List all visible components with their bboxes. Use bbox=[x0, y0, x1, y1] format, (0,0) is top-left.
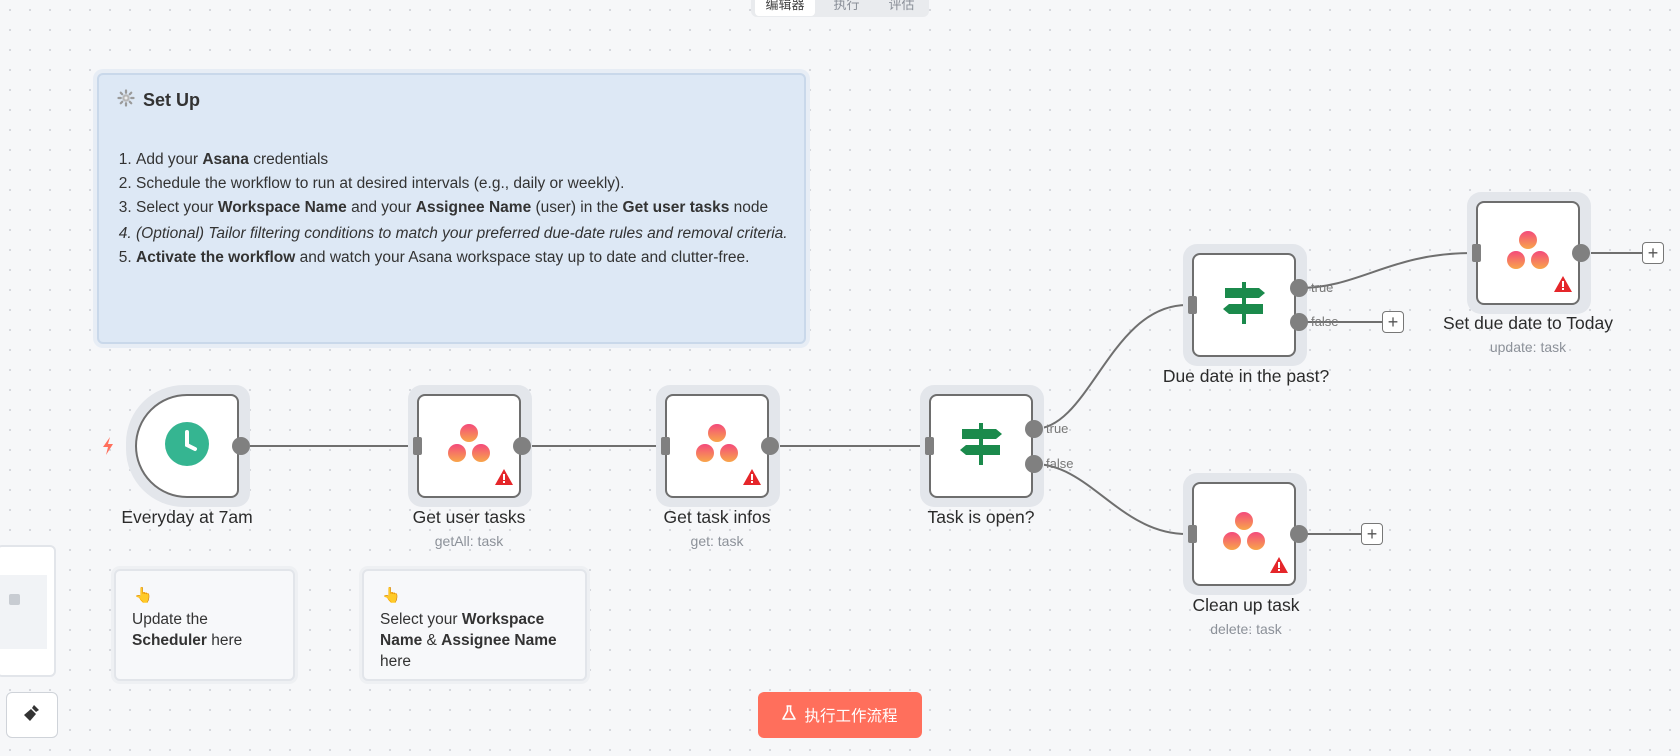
connection-taskopen-true bbox=[1033, 304, 1188, 430]
get-user-tasks-input-handle[interactable] bbox=[413, 437, 422, 455]
flask-icon bbox=[782, 704, 797, 726]
asana-icon bbox=[447, 423, 491, 469]
setup-step-2: Schedule the workflow to run at desired … bbox=[136, 172, 816, 196]
editor-tabs: 编辑器 执行 评估 bbox=[751, 0, 929, 17]
run-workflow-button[interactable]: 执行工作流程 bbox=[758, 692, 922, 738]
asana-icon bbox=[1222, 511, 1266, 557]
pointing-hand-icon: 👆 bbox=[382, 587, 401, 604]
asana-icon bbox=[695, 423, 739, 469]
get-task-infos-output-handle[interactable] bbox=[761, 437, 779, 455]
branch-false-label: false bbox=[1311, 314, 1339, 329]
add-node-after-clean-up-button[interactable]: + bbox=[1361, 523, 1383, 545]
trigger-output-handle[interactable] bbox=[232, 437, 250, 455]
tab-evaluations[interactable]: 评估 bbox=[888, 0, 915, 12]
get-user-tasks-node[interactable] bbox=[417, 394, 521, 498]
clean-up-task-node[interactable] bbox=[1192, 482, 1296, 586]
setup-step-3: Select your Workspace Name and your Assi… bbox=[136, 196, 816, 220]
tidy-up-button[interactable] bbox=[6, 692, 58, 738]
run-workflow-label: 执行工作流程 bbox=[804, 708, 898, 725]
plus-icon: + bbox=[1387, 312, 1399, 332]
clean-up-task-input-handle[interactable] bbox=[1188, 525, 1197, 543]
task-is-open-false-handle[interactable] bbox=[1025, 455, 1043, 473]
add-node-false-button[interactable]: + bbox=[1382, 311, 1404, 333]
broom-icon bbox=[22, 703, 42, 728]
get-task-infos-node[interactable] bbox=[665, 394, 769, 498]
set-due-date-input-handle[interactable] bbox=[1472, 244, 1481, 262]
side-panel-square-icon[interactable] bbox=[9, 594, 20, 605]
due-date-past-label: Due date in the past? bbox=[1162, 366, 1330, 386]
asana-icon bbox=[1506, 230, 1550, 276]
setup-steps-list: Add your Asana credentials Schedule the … bbox=[117, 148, 816, 270]
clean-up-task-label: Clean up task bbox=[1192, 595, 1300, 615]
warning-icon[interactable] bbox=[495, 469, 513, 490]
set-due-date-node[interactable] bbox=[1476, 201, 1580, 305]
task-is-open-true-handle[interactable] bbox=[1025, 420, 1043, 438]
gear-icon bbox=[117, 89, 135, 112]
signpost-icon bbox=[958, 421, 1004, 472]
trigger-node-label: Everyday at 7am bbox=[121, 507, 253, 527]
setup-note-title: Set Up bbox=[117, 89, 200, 112]
tab-editor[interactable]: 编辑器 bbox=[755, 0, 815, 16]
trigger-bolt-icon bbox=[100, 436, 116, 461]
warning-icon[interactable] bbox=[1554, 276, 1572, 297]
setup-step-4: (Optional) Tailor filtering conditions t… bbox=[136, 223, 816, 244]
plus-icon: + bbox=[1647, 243, 1659, 263]
set-due-date-label: Set due date to Today bbox=[1443, 313, 1613, 333]
connection-duedate-true bbox=[1298, 252, 1473, 289]
clean-up-task-sublabel: delete: task bbox=[1210, 621, 1282, 637]
task-is-open-label: Task is open? bbox=[927, 507, 1035, 527]
get-user-tasks-output-handle[interactable] bbox=[513, 437, 531, 455]
branch-true-label: true bbox=[1046, 421, 1069, 436]
signpost-icon bbox=[1221, 280, 1267, 331]
due-date-past-false-handle[interactable] bbox=[1290, 313, 1308, 331]
due-date-past-input-handle[interactable] bbox=[1188, 296, 1197, 314]
get-user-tasks-label: Get user tasks bbox=[412, 507, 526, 527]
side-panel-inner bbox=[0, 575, 47, 649]
branch-true-label: true bbox=[1311, 280, 1334, 295]
trigger-node[interactable] bbox=[135, 394, 239, 498]
setup-step-1: Add your Asana credentials bbox=[136, 148, 816, 172]
get-user-tasks-sublabel: getAll: task bbox=[434, 533, 504, 549]
setup-sticky-note[interactable]: Set Up Add your Asana credentials Schedu… bbox=[97, 73, 806, 344]
setup-title-text: Set Up bbox=[143, 90, 201, 110]
due-date-past-node[interactable] bbox=[1192, 253, 1296, 357]
task-is-open-node[interactable] bbox=[929, 394, 1033, 498]
set-due-date-sublabel: update: task bbox=[1489, 339, 1567, 355]
clock-icon bbox=[165, 421, 209, 471]
setup-step-5: Activate the workflow and watch your Asa… bbox=[136, 246, 816, 270]
branch-false-label: false bbox=[1046, 456, 1074, 471]
connection-taskopen-false bbox=[1033, 463, 1188, 535]
warning-icon[interactable] bbox=[1270, 557, 1288, 578]
clean-up-task-output-handle[interactable] bbox=[1290, 525, 1308, 543]
warning-icon[interactable] bbox=[743, 469, 761, 490]
task-is-open-input-handle[interactable] bbox=[925, 437, 934, 455]
due-date-past-true-handle[interactable] bbox=[1290, 279, 1308, 297]
tab-executions[interactable]: 执行 bbox=[833, 0, 860, 12]
add-node-after-set-due-date-button[interactable]: + bbox=[1642, 242, 1664, 264]
pointing-hand-icon: 👆 bbox=[134, 587, 153, 604]
get-task-infos-input-handle[interactable] bbox=[661, 437, 670, 455]
get-task-infos-label: Get task infos bbox=[663, 507, 771, 527]
get-task-infos-sublabel: get: task bbox=[690, 533, 744, 549]
set-due-date-output-handle[interactable] bbox=[1572, 244, 1590, 262]
plus-icon: + bbox=[1366, 524, 1378, 544]
